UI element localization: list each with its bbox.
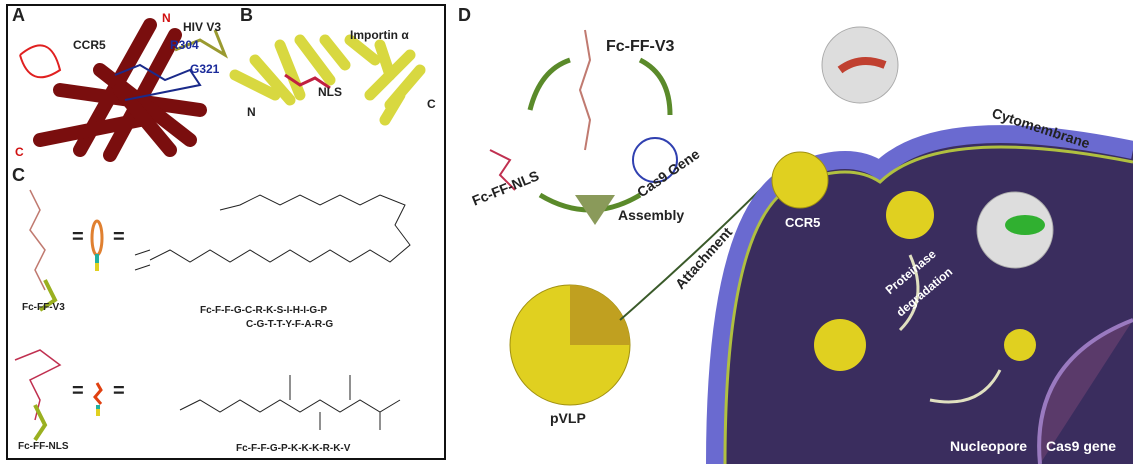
- v3-label-d: Fc-FF-V3: [606, 38, 675, 55]
- v3-name: Fc-FF-V3: [22, 302, 65, 313]
- v3-sequence-line1: Fc-F-F-G-C-R-K-S-I-H-I-G-P: [200, 305, 328, 316]
- v3-chemical-structure: [134, 194, 411, 271]
- n-terminus-a: N: [162, 11, 171, 25]
- pvlp-label: pVLP: [550, 410, 586, 426]
- importin-label: Importin α: [350, 28, 409, 42]
- degradation-arrow: [898, 254, 920, 332]
- importin-structure: [229, 34, 426, 126]
- residue-r304: R304: [170, 38, 199, 52]
- nucleopore-label: Nucleopore: [950, 438, 1028, 454]
- assembly-arrow: [575, 195, 615, 225]
- pvlp-internalized: [886, 191, 934, 239]
- equals-sign: =: [113, 226, 125, 248]
- nls-pictogram: [93, 382, 103, 416]
- nls-peptide: [284, 73, 331, 90]
- pvlp-sphere: [509, 284, 631, 406]
- panel-abc-frame: [6, 4, 446, 460]
- c-terminus-b: C: [427, 97, 436, 111]
- v3-sequence-line2: C-G-T-T-Y-F-A-R-G: [246, 319, 334, 330]
- pvlp-degraded: [814, 319, 866, 371]
- ccr5-label-d: CCR5: [785, 215, 821, 230]
- v3-peptide: [114, 63, 202, 101]
- nls-model-d: [489, 149, 516, 191]
- ccr5-loop: [19, 44, 62, 79]
- residue-g321: G321: [190, 62, 220, 76]
- panel-label-d: D: [458, 5, 471, 25]
- panel-label-a: A: [12, 5, 25, 25]
- cas9-gene-label: Cas9 gene: [1046, 438, 1117, 454]
- panel-label-b: B: [240, 5, 253, 25]
- assembly-label: Assembly: [618, 207, 685, 223]
- cas9-gene-model: [632, 137, 678, 183]
- nucleus: [1037, 318, 1133, 464]
- pvlp-attached: [771, 151, 829, 209]
- v3-molecule-model: [29, 189, 58, 312]
- equals-sign: =: [72, 380, 84, 402]
- nls-chemical-structure: [179, 375, 401, 430]
- transport-arrow: [929, 369, 1002, 404]
- v3-model-d: [578, 29, 592, 151]
- equals-sign: =: [113, 380, 125, 402]
- importin-detail: [1005, 215, 1045, 235]
- nls-sequence: Fc-F-F-G-P-K-K-K-R-K-V: [236, 443, 351, 454]
- nls-label-b: NLS: [318, 85, 342, 99]
- equals-sign: =: [72, 226, 84, 248]
- v3-tail: [174, 29, 229, 59]
- panel-label-c: C: [12, 165, 25, 185]
- ccr5-label: CCR5: [73, 38, 106, 52]
- pvlp-nuclear: [1004, 329, 1036, 361]
- hiv-v3-label: HIV V3: [183, 20, 222, 34]
- nls-molecule-model: [14, 349, 62, 442]
- v3-pictogram: [90, 219, 104, 271]
- ccr5-binding-detail: [837, 57, 887, 74]
- c-terminus-a: C: [15, 145, 24, 159]
- n-terminus-b: N: [247, 105, 256, 119]
- attachment-arrow: [619, 179, 771, 321]
- ccr5-structure: [33, 18, 207, 162]
- nls-name: Fc-FF-NLS: [18, 441, 69, 452]
